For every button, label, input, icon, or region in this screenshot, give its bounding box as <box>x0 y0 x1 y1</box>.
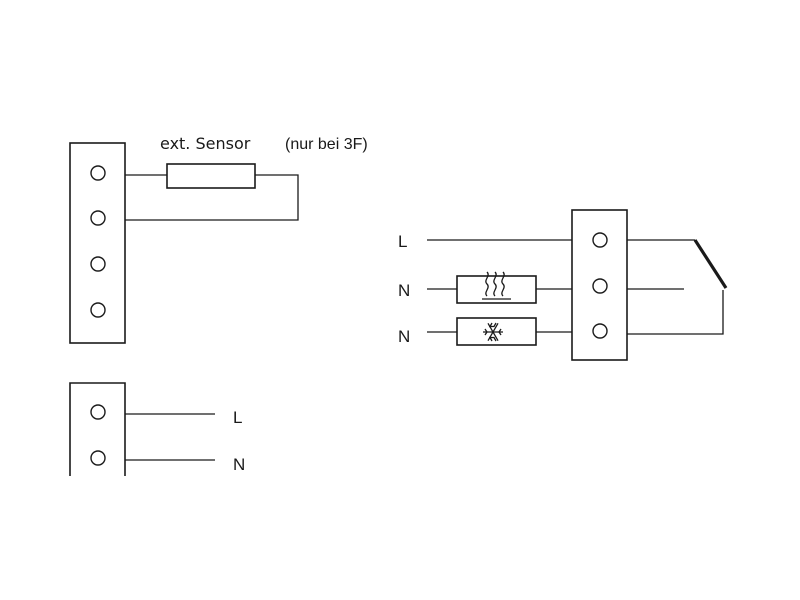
sensor-note: (nur bei 3F) <box>285 136 368 153</box>
terminal-block-supply <box>69 382 215 476</box>
sensor-wiring <box>125 163 299 221</box>
terminal-block-body <box>69 382 126 476</box>
terminal-3 <box>592 323 608 339</box>
terminal-3 <box>90 256 106 272</box>
sensor-resistor <box>166 163 256 189</box>
switch-icon <box>627 239 728 335</box>
terminal-n <box>90 450 106 466</box>
supply-n-label: N <box>233 455 245 474</box>
terminal-2 <box>592 278 608 294</box>
terminal-4 <box>90 302 106 318</box>
supply-l-label: L <box>233 408 242 427</box>
terminal-l <box>90 404 106 420</box>
sensor-label: ext. Sensor <box>160 134 251 153</box>
terminal-1 <box>90 165 106 181</box>
terminal-2 <box>90 210 106 226</box>
heating-icon <box>482 271 511 300</box>
heating-element <box>456 275 537 304</box>
terminal-1 <box>592 232 608 248</box>
wire <box>125 174 299 221</box>
relay-n-cool-label: N <box>398 327 410 346</box>
relay-n-heat-label: N <box>398 281 410 300</box>
terminal-block-sensor <box>69 142 126 344</box>
terminal-block-relay <box>571 209 628 361</box>
relay-l-label: L <box>398 232 407 251</box>
snowflake-icon <box>483 322 503 342</box>
